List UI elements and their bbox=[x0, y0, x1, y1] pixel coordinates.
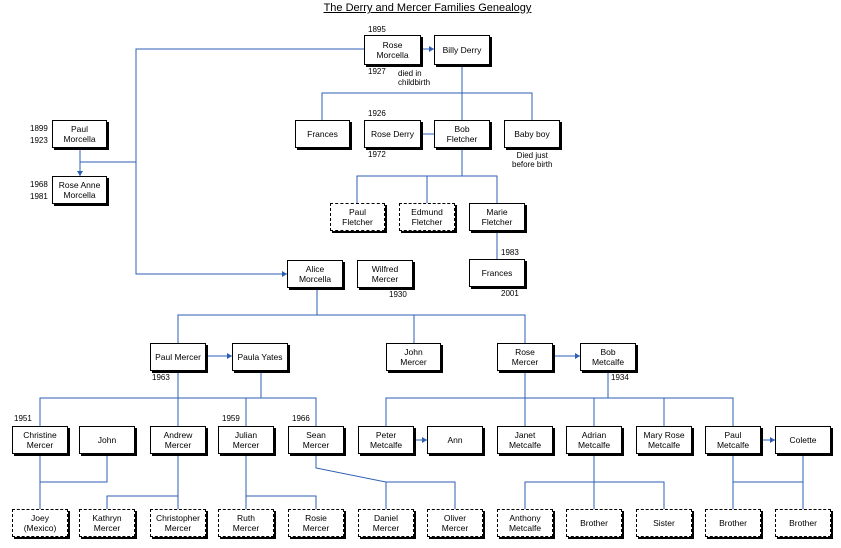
derry-children-bar bbox=[321, 92, 533, 120]
year-label: 1983 bbox=[501, 248, 519, 257]
year-label: 1899 1923 bbox=[30, 124, 48, 145]
mercer-children-bar bbox=[177, 314, 526, 343]
person-john-mercer: John Mercer bbox=[386, 343, 441, 371]
person-baby-boy: Baby boy bbox=[504, 120, 560, 148]
person-daniel-mercer: Daniel Mercer bbox=[358, 509, 414, 537]
person-mary-rose-metcalfe: Mary Rose Metcalfe bbox=[636, 426, 692, 454]
rose-to-alice-line bbox=[135, 48, 364, 275]
person-kathryn-mercer: Kathryn Mercer bbox=[79, 509, 135, 537]
person-joey: Joey (Mexico) bbox=[12, 509, 68, 537]
person-bob-metcalfe: Bob Metcalfe bbox=[580, 343, 636, 371]
person-brother: Brother bbox=[775, 509, 831, 537]
person-oliver-mercer: Oliver Mercer bbox=[427, 509, 483, 537]
person-frances-jr: Frances bbox=[469, 259, 525, 287]
person-rose-morcella: Rose Morcella bbox=[364, 35, 421, 65]
year-label: 1972 bbox=[368, 150, 386, 159]
year-label: 1934 bbox=[611, 373, 629, 382]
person-rosie-mercer: Rosie Mercer bbox=[288, 509, 344, 537]
metcalfe-children-bar bbox=[385, 397, 734, 426]
year-label: 1927 bbox=[368, 67, 386, 76]
person-paul-fletcher: Paul Fletcher bbox=[330, 203, 385, 231]
person-marie-fletcher: Marie Fletcher bbox=[469, 203, 525, 231]
person-colette: Colette bbox=[775, 426, 831, 454]
person-peter-metcalfe: Peter Metcalfe bbox=[358, 426, 414, 454]
person-paul-morcella: Paul Morcella bbox=[52, 120, 107, 148]
person-john: John bbox=[79, 426, 135, 454]
year-label: 1930 bbox=[389, 290, 407, 299]
person-frances: Frances bbox=[295, 120, 350, 148]
person-wilfred-mercer: Wilfred Mercer bbox=[357, 260, 413, 288]
person-christopher-mercer: Christopher Mercer bbox=[150, 509, 206, 537]
death-note: died in childbirth bbox=[398, 69, 431, 87]
person-julian-mercer: Julian Mercer bbox=[218, 426, 274, 454]
person-paul-mercer: Paul Mercer bbox=[150, 343, 206, 371]
year-label: 1895 bbox=[368, 25, 386, 34]
person-brother: Brother bbox=[566, 509, 622, 537]
year-label: 1959 bbox=[222, 414, 240, 423]
year-label: 1951 bbox=[14, 414, 32, 423]
person-edmund-fletcher: Edmund Fletcher bbox=[399, 203, 455, 231]
person-brother: Brother bbox=[705, 509, 761, 537]
year-label: 1968 1981 bbox=[30, 180, 48, 201]
person-anthony-metcalfe: Anthony Metcalfe bbox=[497, 509, 553, 537]
person-paul-metcalfe: Paul Metcalfe bbox=[705, 426, 761, 454]
person-adrian-metcalfe: Adrian Metcalfe bbox=[566, 426, 622, 454]
year-label: 2001 bbox=[501, 289, 519, 298]
person-andrew-mercer: Andrew Mercer bbox=[150, 426, 206, 454]
year-label: 1963 bbox=[152, 373, 170, 382]
person-ruth-mercer: Ruth Mercer bbox=[218, 509, 274, 537]
person-rose-mercer: Rose Mercer bbox=[497, 343, 553, 371]
person-billy-derry: Billy Derry bbox=[434, 35, 490, 65]
person-ann: Ann bbox=[427, 426, 483, 454]
person-alice-morcella: Alice Morcella bbox=[287, 260, 343, 288]
person-sister: Sister bbox=[636, 509, 692, 537]
person-rose-anne-morcella: Rose Anne Morcella bbox=[52, 176, 107, 204]
person-christine-mercer: Christine Mercer bbox=[12, 426, 68, 454]
person-paula-yates: Paula Yates bbox=[232, 343, 288, 371]
person-janet-metcalfe: Janet Metcalfe bbox=[497, 426, 553, 454]
death-note: Died just before birth bbox=[512, 151, 553, 169]
person-bob-fletcher: Bob Fletcher bbox=[434, 120, 490, 148]
chart-title: The Derry and Mercer Families Genealogy bbox=[323, 2, 532, 14]
year-label: 1926 bbox=[368, 109, 386, 118]
person-rose-derry: Rose Derry bbox=[364, 120, 421, 148]
person-sean-mercer: Sean Mercer bbox=[288, 426, 344, 454]
year-label: 1966 bbox=[292, 414, 310, 423]
